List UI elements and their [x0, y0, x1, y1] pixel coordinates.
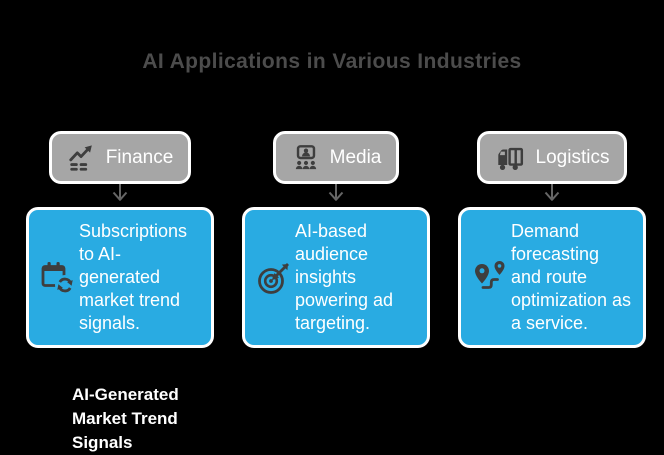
application-card-finance: Subscriptions to AI-generated market tre…	[26, 207, 214, 348]
column-finance: Finance	[26, 131, 214, 348]
application-card-logistics: Demand forecasting and route optimizatio…	[458, 207, 646, 348]
down-arrow-icon	[324, 184, 348, 207]
audience-screen-icon	[291, 143, 321, 173]
route-pins-icon	[469, 260, 511, 296]
application-text: Subscriptions to AI-generated market tre…	[79, 221, 188, 333]
industry-header-logistics: Logistics	[476, 131, 628, 184]
footer-caption: AI-Generated Market Trend Signals	[72, 385, 179, 452]
target-arrow-icon	[253, 260, 295, 296]
page-title: AI Applications in Various Industries	[142, 50, 522, 73]
calendar-sync-icon	[37, 260, 79, 296]
trend-chart-icon	[67, 143, 97, 173]
down-arrow-icon	[540, 184, 564, 207]
application-card-media: AI-based audience insights powering ad t…	[242, 207, 430, 348]
industry-columns: Finance	[26, 131, 646, 348]
delivery-truck-icon	[495, 143, 527, 173]
industry-header-media: Media	[272, 131, 400, 184]
application-text: AI-based audience insights powering ad t…	[295, 221, 394, 333]
application-text: Demand forecasting and route optimizatio…	[511, 221, 632, 333]
column-logistics: Logistics Demand fo	[458, 131, 646, 348]
down-arrow-icon	[108, 184, 132, 207]
industry-header-finance: Finance	[48, 131, 192, 184]
column-media: Media	[242, 131, 430, 348]
industry-label: Logistics	[535, 146, 610, 168]
industry-label: Finance	[105, 146, 174, 168]
industry-label: Media	[329, 146, 382, 168]
